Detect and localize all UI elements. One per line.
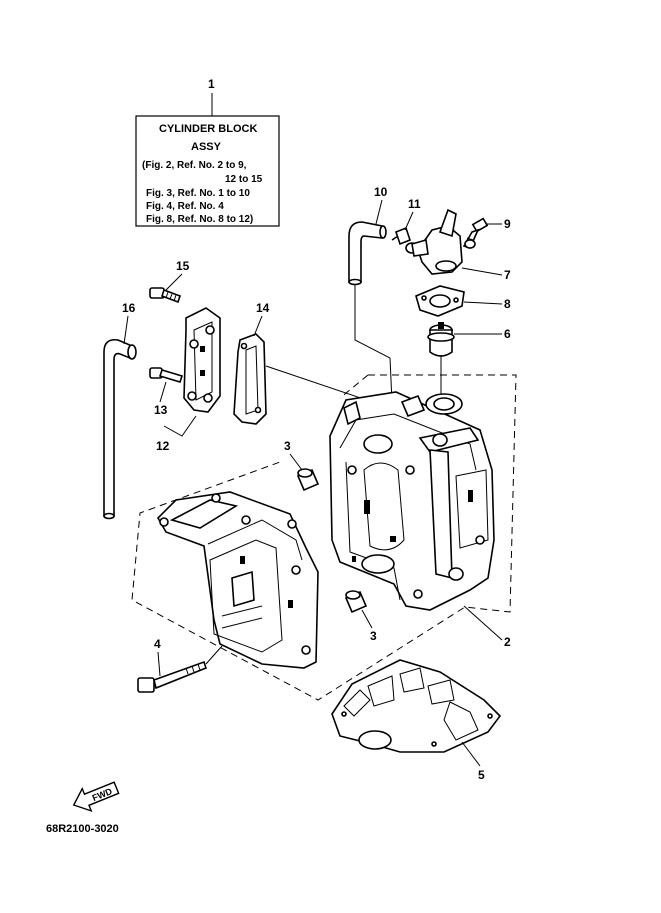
crankcase-half [157, 491, 319, 669]
assy-box-line-1: (Fig. 2, Ref. No. 2 to 9, [142, 160, 247, 171]
part-11-clip [391, 226, 411, 246]
assy-box-subtitle: ASSY [191, 141, 222, 153]
leader-7 [461, 267, 503, 276]
assy-box-line-2: 12 to 15 [225, 174, 263, 185]
part-15-bolt [149, 287, 182, 304]
leader-5 [461, 741, 481, 767]
assy-box-title: CYLINDER BLOCK [159, 123, 257, 135]
part-6-thermostat [427, 322, 455, 400]
callout-14: 14 [256, 301, 270, 315]
part-13-bolt [149, 367, 184, 383]
assy-box-line-4: Fig. 4, Ref. No. 4 [146, 201, 224, 212]
callout-12: 12 [156, 439, 170, 453]
part-14-gasket [233, 333, 267, 425]
callout-3-lower: 3 [370, 629, 377, 643]
leader-11 [404, 211, 414, 231]
callout-1: 1 [208, 77, 215, 91]
callout-11: 11 [408, 197, 421, 211]
leader-13 [159, 381, 167, 403]
leader-2 [463, 605, 503, 641]
callout-4: 4 [154, 637, 161, 651]
part-8-gasket [415, 285, 465, 317]
leader-4 [157, 651, 161, 677]
callout-10: 10 [374, 185, 388, 199]
assembly-outline-dashed [131, 374, 517, 701]
part-2-cylinder-block [329, 391, 495, 611]
callout-16: 16 [122, 301, 136, 315]
part-12-cover [183, 307, 221, 413]
leader-12 [163, 415, 197, 437]
leader-16 [123, 315, 129, 345]
assy-box-line-5: Fig. 8, Ref. No. 8 to 12) [146, 214, 253, 225]
leader-15 [165, 273, 183, 291]
part-4-bolt [137, 660, 207, 693]
assembly-outline-dashed-2 [339, 374, 369, 399]
callout-9: 9 [504, 217, 511, 231]
callout-7: 7 [504, 268, 511, 282]
leader-3-upper [289, 453, 303, 471]
callout-6: 6 [504, 327, 511, 341]
assy-box-line-3: Fig. 3, Ref. No. 1 to 10 [146, 188, 250, 199]
part-16-hose [103, 338, 137, 520]
part-10-hose [348, 221, 387, 286]
callout-3-upper: 3 [284, 439, 291, 453]
drawing-code: 68R2100-3020 [46, 823, 119, 835]
leader-10 [375, 199, 383, 225]
part-3-dowel-upper [296, 468, 320, 492]
part-5-gasket [331, 659, 502, 753]
leader-3-lower [361, 609, 373, 629]
callout-13: 13 [154, 403, 168, 417]
callout-15: 15 [176, 259, 190, 273]
leader-10-to-block [354, 285, 393, 403]
part-7-thermostat-cover [405, 208, 476, 275]
leader-14 [253, 315, 263, 337]
leader-4-to-crankcase [205, 645, 223, 665]
fwd-arrow-icon: FWD [72, 781, 120, 813]
part-3-dowel-lower [344, 590, 368, 614]
callout-5: 5 [478, 768, 485, 782]
callout-8: 8 [504, 297, 511, 311]
callout-2: 2 [504, 635, 511, 649]
leader-8 [463, 301, 503, 305]
assy-box [135, 115, 280, 227]
